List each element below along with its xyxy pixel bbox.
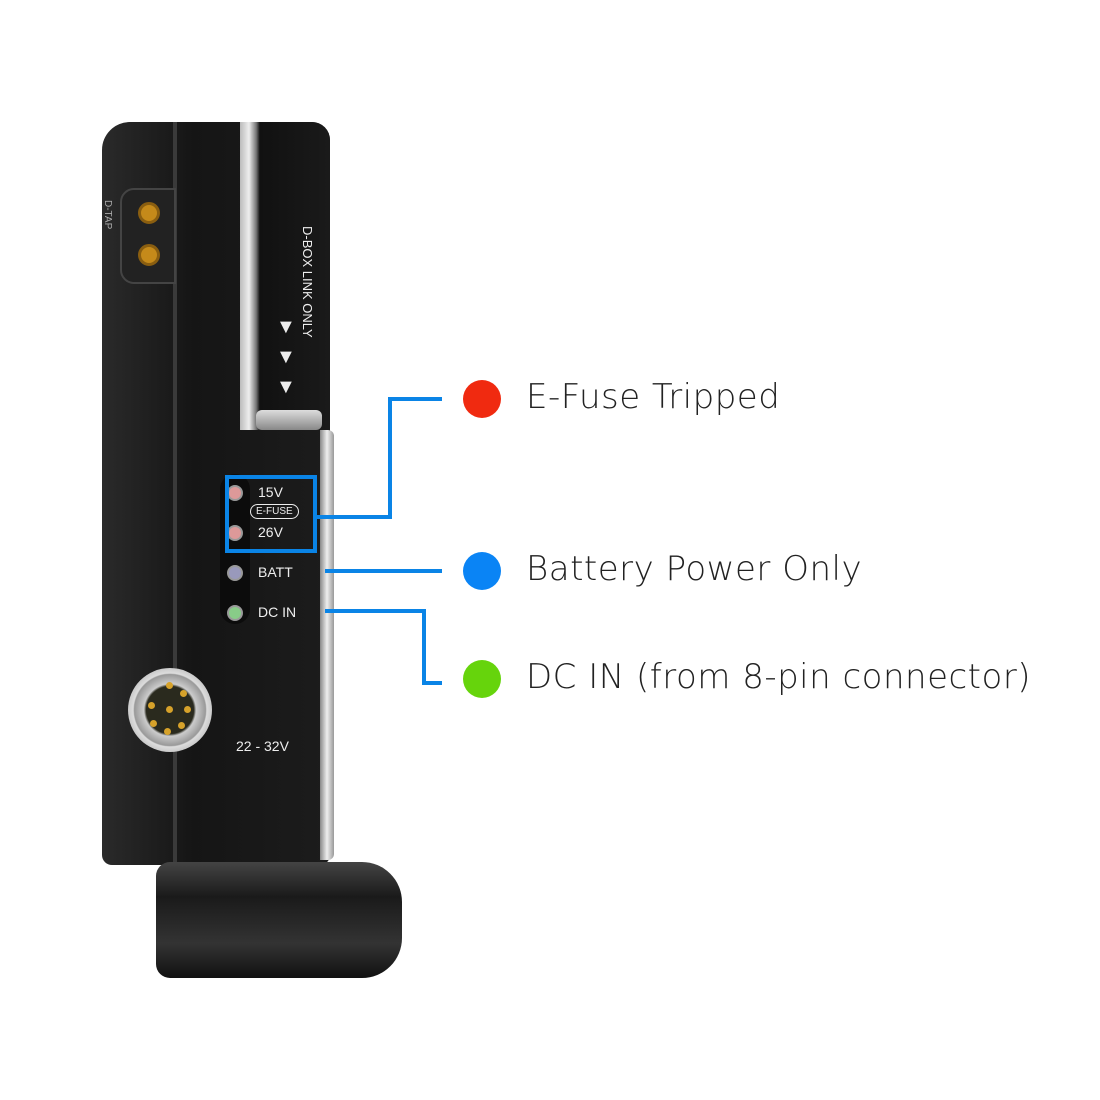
callout-line (388, 397, 392, 519)
body-seam (173, 122, 177, 865)
dtap-pin (138, 244, 160, 266)
side-rail (320, 430, 334, 860)
callout-line (422, 681, 442, 685)
dtap-pin (138, 202, 160, 224)
green-dot-icon (463, 660, 501, 698)
legend-battery: Battery Power Only (526, 549, 863, 589)
callout-line (325, 569, 442, 573)
blue-dot-icon (463, 552, 501, 590)
dtap-label: D-TAP (102, 200, 113, 230)
xlr-connector (156, 862, 402, 978)
callout-line (313, 515, 392, 519)
dtap-port (120, 188, 176, 284)
callout-line (422, 609, 426, 685)
red-dot-icon (463, 380, 501, 418)
led-dc-in (227, 605, 243, 621)
led-label-15v: 15V (258, 484, 283, 500)
led-batt (227, 565, 243, 581)
led-label-26v: 26V (258, 524, 283, 540)
legend-efuse: E-Fuse Tripped (526, 377, 781, 417)
dbox-label: D-BOX LINK ONLY (300, 226, 315, 338)
callout-line (388, 397, 442, 401)
dbox-plate (240, 122, 330, 430)
efuse-highlight-box (225, 475, 317, 553)
efuse-badge: E-FUSE (250, 504, 299, 519)
led-label-batt: BATT (258, 564, 293, 580)
legend-dc-in: DC IN (from 8-pin connector) (526, 657, 1032, 697)
led-label-dc-in: DC IN (258, 604, 297, 620)
arrow-down-icon: ▼ (276, 346, 296, 368)
voltage-label: 22 - 32V (236, 738, 289, 754)
release-button (256, 410, 322, 430)
8-pin-connector (128, 668, 212, 752)
arrow-down-icon: ▼ (276, 316, 296, 338)
callout-line (325, 609, 426, 613)
arrow-down-icon: ▼ (276, 376, 296, 398)
